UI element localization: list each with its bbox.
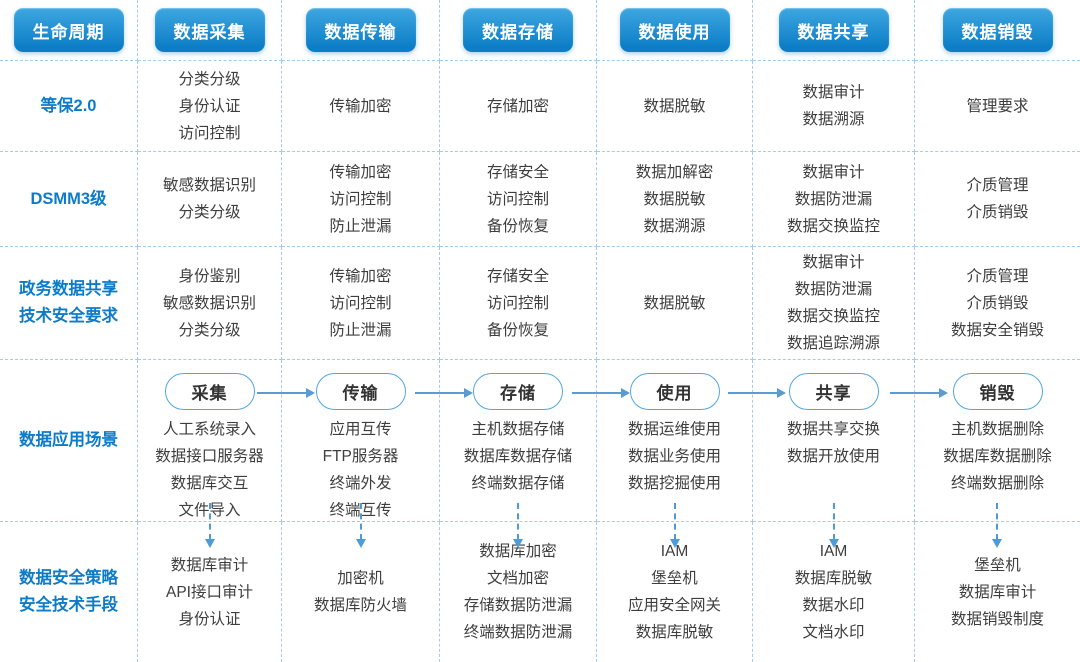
matrix-cell: 身份鉴别敏感数据识别分类分级 [138, 247, 282, 360]
flow-arrow-down-icon [356, 503, 366, 548]
flow-arrow-right-icon [415, 388, 473, 398]
matrix-cell: 传输加密访问控制防止泄漏 [282, 247, 440, 360]
pill-usage: 使用 [629, 373, 720, 410]
pill-sharing: 共享 [788, 373, 879, 410]
flow-arrow-right-icon [728, 388, 786, 398]
flow-arrow-down-icon [205, 503, 215, 548]
header-data-destruction: 数据销毁 [942, 8, 1053, 52]
row-label-gov-data-sharing-requirements: 政务数据共享技术安全要求 [0, 247, 138, 360]
scenario-cell-collection: 采集 人工系统录入数据接口服务器数据库交互文件导入 [138, 360, 282, 522]
matrix-cell: 存储加密 [440, 61, 597, 152]
scenario-cell-destruction: 销毁 主机数据删除数据库数据删除终端数据删除 [915, 360, 1080, 522]
matrix-cell: 堡垒机数据库审计数据销毁制度 [950, 556, 1044, 628]
matrix-cell: 数据审计数据防泄漏数据交换监控数据追踪溯源 [753, 247, 915, 360]
scenario-items: 主机数据存储数据库数据存储终端数据存储 [463, 421, 573, 492]
row-label-classified-protection: 等保2.0 [0, 61, 138, 152]
matrix-cell: 数据加解密数据脱敏数据溯源 [597, 152, 753, 247]
header-data-collection: 数据采集 [154, 8, 265, 52]
matrix-cell: 存储安全访问控制备份恢复 [440, 247, 597, 360]
matrix-cell: 敏感数据识别分类分级 [138, 152, 282, 247]
row-label-application-scenarios: 数据应用场景 [0, 360, 138, 522]
header-data-usage: 数据使用 [619, 8, 730, 52]
matrix-cell: 管理要求 [915, 61, 1080, 152]
row-label-security-policy-measures: 数据安全策略安全技术手段 [0, 522, 138, 662]
scenario-cell-usage: 使用 数据运维使用数据业务使用数据挖掘使用 [597, 360, 753, 522]
scenario-items: 数据运维使用数据业务使用数据挖掘使用 [627, 421, 721, 492]
matrix-cell: 分类分级身份认证访问控制 [138, 61, 282, 152]
header-data-transmission: 数据传输 [305, 8, 416, 52]
header-lifecycle: 生命周期 [13, 8, 124, 52]
flow-arrow-right-icon [572, 388, 630, 398]
matrix-cell: 加密机数据库防火墙 [282, 522, 440, 662]
matrix-cell: 介质管理介质销毁 [915, 152, 1080, 247]
pill-storage: 存储 [473, 373, 563, 410]
flow-arrow-down-icon [829, 503, 839, 548]
flow-arrow-down-icon [992, 503, 1002, 548]
flow-arrow-right-icon [890, 388, 948, 398]
scenario-cell-storage: 存储 主机数据存储数据库数据存储终端数据存储 [440, 360, 597, 522]
matrix-cell: 数据审计数据防泄漏数据交换监控 [753, 152, 915, 247]
header-data-storage: 数据存储 [463, 8, 573, 52]
matrix-cell: 传输加密访问控制防止泄漏 [282, 152, 440, 247]
matrix-cell: 数据脱敏 [597, 247, 753, 360]
flow-arrow-down-icon [670, 503, 680, 548]
scenario-items: 主机数据删除数据库数据删除终端数据删除 [943, 421, 1052, 492]
pill-destruction: 销毁 [952, 373, 1043, 410]
scenario-items: 数据共享交换数据开放使用 [786, 421, 880, 465]
scenario-cell-sharing: 共享 数据共享交换数据开放使用 [753, 360, 915, 522]
flow-arrow-right-icon [257, 388, 315, 398]
matrix-cell: 数据库加密文档加密存储数据防泄漏终端数据防泄漏 [440, 522, 597, 662]
matrix-cell: 数据脱敏 [597, 61, 753, 152]
flow-arrow-down-icon [513, 503, 523, 548]
pill-transmission: 传输 [315, 373, 406, 410]
pill-collection: 采集 [164, 373, 255, 410]
header-data-sharing: 数据共享 [778, 8, 889, 52]
matrix-cell: 传输加密 [282, 61, 440, 152]
row-label-dsmm-level3: DSMM3级 [0, 152, 138, 247]
matrix-cell: 数据审计数据溯源 [753, 61, 915, 152]
matrix-cell: 介质管理介质销毁数据安全销毁 [915, 247, 1080, 360]
matrix-cell: 存储安全访问控制备份恢复 [440, 152, 597, 247]
